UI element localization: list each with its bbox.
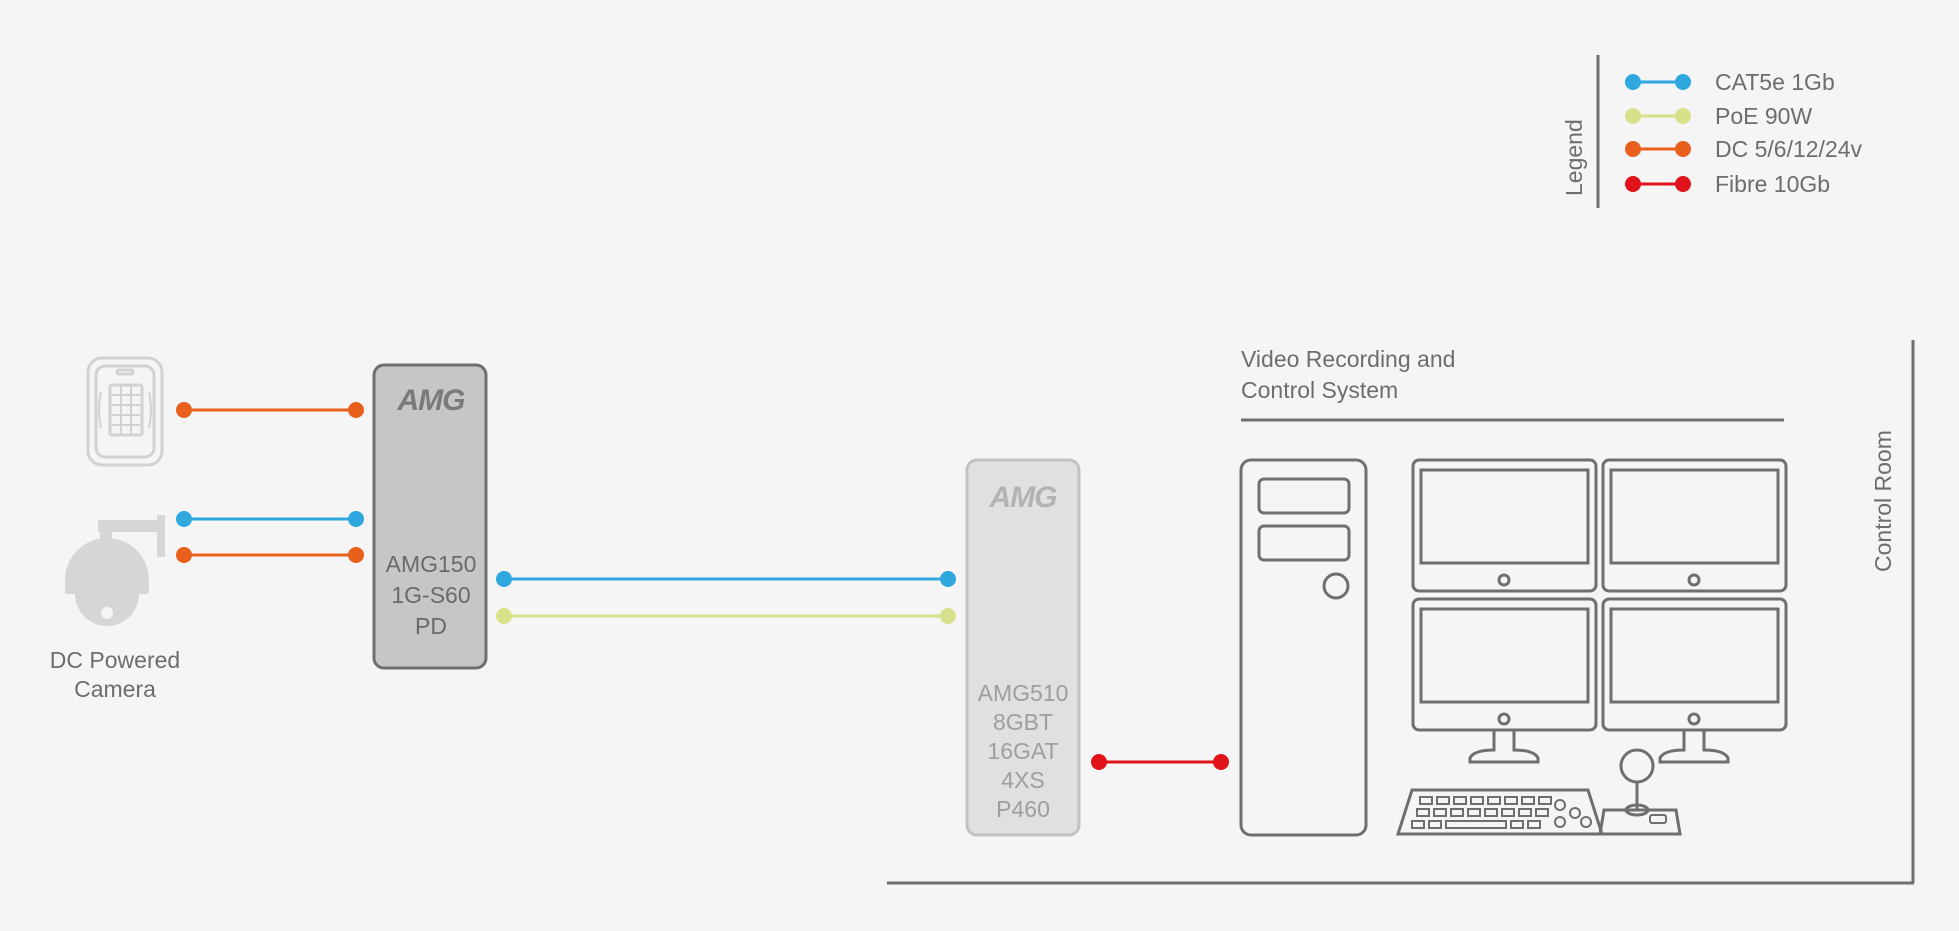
svg-text:Camera: Camera <box>74 676 156 702</box>
switch-amg150: AMG AMG150 1G-S60 PD <box>372 363 488 670</box>
legend-item-fibre: Fibre 10Gb <box>1625 171 1830 197</box>
keyboard-icon <box>1395 788 1605 836</box>
svg-text:Control System: Control System <box>1241 377 1398 403</box>
link-switch-poe <box>496 608 956 624</box>
link-keypad-dc <box>176 402 364 418</box>
svg-text:AMG510: AMG510 <box>978 680 1069 706</box>
pc-tower-icon <box>1239 458 1368 837</box>
legend-label-dc: DC 5/6/12/24v <box>1715 136 1863 162</box>
monitor-icon <box>1411 597 1598 764</box>
legend-title: Legend <box>1561 119 1587 196</box>
legend: Legend CAT5e 1Gb PoE 90W DC 5/6/12/24v F… <box>1561 55 1863 208</box>
keypad-icon <box>86 356 164 467</box>
monitor-icon <box>1411 458 1598 593</box>
legend-item-dc: DC 5/6/12/24v <box>1625 136 1863 162</box>
svg-text:Video Recording and: Video Recording and <box>1241 346 1455 372</box>
link-camera-cat5e <box>176 511 364 527</box>
amg-logo: AMG <box>989 481 1058 514</box>
legend-label-fibre: Fibre 10Gb <box>1715 171 1830 197</box>
ptz-camera-icon <box>65 515 165 626</box>
svg-text:PD: PD <box>415 613 447 639</box>
control-room-label: Control Room <box>1870 430 1896 572</box>
legend-label-poe: PoE 90W <box>1715 103 1812 129</box>
svg-text:8GBT: 8GBT <box>993 709 1053 735</box>
svg-text:P460: P460 <box>996 796 1050 822</box>
legend-item-poe: PoE 90W <box>1625 103 1812 129</box>
legend-item-cat5e: CAT5e 1Gb <box>1625 69 1835 95</box>
svg-text:4XS: 4XS <box>1001 767 1044 793</box>
svg-text:DC Powered: DC Powered <box>50 647 180 673</box>
link-switch-cat5e <box>496 571 956 587</box>
camera-label: DC Powered Camera <box>50 647 180 702</box>
monitor-icon <box>1601 597 1788 764</box>
amg-logo: AMG <box>397 384 466 417</box>
svg-text:1G-S60: 1G-S60 <box>391 582 470 608</box>
system-label: Video Recording and Control System <box>1241 346 1784 422</box>
monitor-icon <box>1601 458 1788 593</box>
link-fibre <box>1091 754 1229 770</box>
joystick-icon <box>1598 748 1682 836</box>
link-camera-dc <box>176 547 364 563</box>
svg-text:AMG150: AMG150 <box>386 551 477 577</box>
legend-label-cat5e: CAT5e 1Gb <box>1715 69 1835 95</box>
switch-amg510: AMG AMG510 8GBT 16GAT 4XS P460 <box>965 458 1081 837</box>
svg-text:16GAT: 16GAT <box>987 738 1058 764</box>
control-room-boundary <box>887 340 1915 885</box>
